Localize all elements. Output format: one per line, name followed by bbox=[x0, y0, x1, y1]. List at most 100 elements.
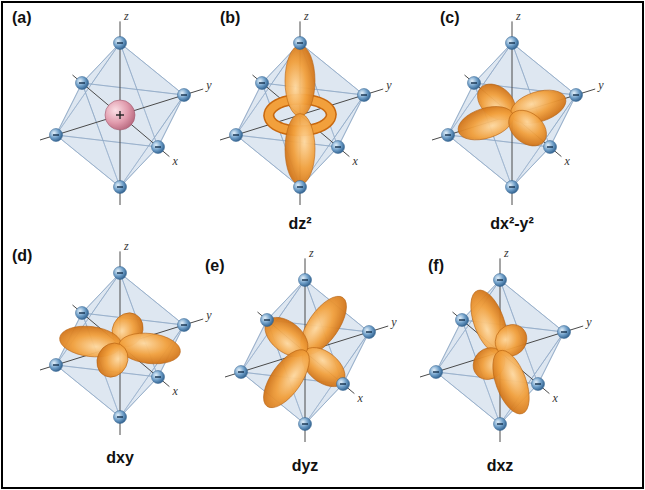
charge-symbol bbox=[340, 383, 346, 384]
orbital-name: dx²-y² bbox=[490, 216, 534, 232]
charge-symbol bbox=[259, 82, 265, 83]
axis-label: x bbox=[172, 155, 177, 167]
ligand-sphere bbox=[430, 366, 443, 379]
ligand-sphere bbox=[506, 37, 519, 50]
metal-ion bbox=[105, 100, 135, 130]
axis-label: z bbox=[124, 240, 129, 252]
ligand-sphere bbox=[230, 129, 243, 142]
charge-symbol bbox=[297, 186, 303, 187]
ligand-sphere bbox=[558, 326, 571, 339]
ligand-sphere bbox=[332, 141, 345, 154]
charge-symbol bbox=[53, 134, 59, 135]
charge-symbol bbox=[366, 331, 372, 332]
panel-letter: (f) bbox=[428, 258, 444, 274]
charge-symbol bbox=[335, 146, 341, 147]
ligand-sphere bbox=[50, 359, 63, 372]
ligand-sphere bbox=[178, 319, 191, 332]
charge-symbol bbox=[155, 146, 161, 147]
ligand-sphere bbox=[114, 411, 127, 424]
charge-symbol bbox=[79, 312, 85, 313]
orbital-lobe bbox=[454, 100, 518, 146]
ligand-sphere bbox=[532, 378, 545, 391]
charge-symbol bbox=[117, 186, 123, 187]
ligand-sphere bbox=[114, 181, 127, 194]
ligand-sphere bbox=[299, 418, 312, 431]
charge-symbol bbox=[53, 364, 59, 365]
axis-label: y bbox=[206, 79, 211, 91]
orbital-name: dz² bbox=[288, 216, 311, 232]
orbital-lobe bbox=[285, 45, 315, 116]
octahedron-panel bbox=[40, 21, 203, 205]
axis-label: y bbox=[586, 316, 591, 328]
ligand-sphere bbox=[152, 371, 165, 384]
ligand-sphere bbox=[337, 378, 350, 391]
axis-label: x bbox=[172, 385, 177, 397]
orbital-name: dyz bbox=[292, 458, 319, 474]
charge-symbol bbox=[264, 319, 270, 320]
ligand-sphere bbox=[494, 418, 507, 431]
octahedron-panel bbox=[40, 251, 203, 435]
charge-symbol bbox=[535, 383, 541, 384]
axis-label: x bbox=[357, 392, 362, 404]
orbital-lobe bbox=[255, 342, 318, 415]
orbital-lobe bbox=[485, 346, 536, 419]
ligand-sphere bbox=[294, 37, 307, 50]
ligand-sphere bbox=[506, 181, 519, 194]
ligand-sphere bbox=[114, 37, 127, 50]
ligand-sphere bbox=[494, 274, 507, 287]
charge-symbol bbox=[119, 111, 120, 119]
charge-symbol bbox=[238, 371, 244, 372]
octahedron-panel bbox=[432, 21, 595, 205]
octahedron-panel bbox=[220, 21, 383, 205]
ligand-sphere bbox=[235, 366, 248, 379]
axis-label: y bbox=[386, 79, 391, 91]
panel-letter: (a) bbox=[12, 10, 32, 26]
axis-label: y bbox=[206, 309, 211, 321]
ligand-sphere bbox=[544, 141, 557, 154]
ligand-sphere bbox=[358, 89, 371, 102]
charge-symbol bbox=[297, 42, 303, 43]
orbital-lobe bbox=[285, 114, 315, 185]
ligand-sphere bbox=[152, 141, 165, 154]
charge-symbol bbox=[509, 42, 515, 43]
charge-symbol bbox=[459, 319, 465, 320]
charge-symbol bbox=[181, 94, 187, 95]
ligand-sphere bbox=[456, 314, 469, 327]
octahedron-face bbox=[56, 135, 158, 187]
axis-line bbox=[73, 75, 170, 157]
ligand-sphere bbox=[256, 77, 269, 90]
ligand-sphere bbox=[76, 307, 89, 320]
charge-symbol bbox=[573, 94, 579, 95]
charge-symbol bbox=[233, 134, 239, 135]
charge-symbol bbox=[79, 82, 85, 83]
charge-symbol bbox=[445, 134, 451, 135]
ligand-sphere bbox=[50, 129, 63, 142]
axis-label: x bbox=[552, 392, 557, 404]
ligand-sphere bbox=[178, 89, 191, 102]
panel-letter: (c) bbox=[440, 10, 460, 26]
ligand-sphere bbox=[363, 326, 376, 339]
charge-symbol bbox=[302, 279, 308, 280]
charge-symbol bbox=[547, 146, 553, 147]
charge-symbol bbox=[361, 94, 367, 95]
axis-line bbox=[40, 89, 203, 140]
ligand-sphere bbox=[468, 77, 481, 90]
orbital-name: dxz bbox=[487, 458, 514, 474]
axis-label: z bbox=[516, 10, 521, 22]
charge-symbol bbox=[117, 272, 123, 273]
panel-letter: (e) bbox=[205, 258, 225, 274]
ligand-sphere bbox=[261, 314, 274, 327]
axis-label: y bbox=[391, 316, 396, 328]
charge-symbol bbox=[181, 324, 187, 325]
axis-label: x bbox=[564, 155, 569, 167]
charge-symbol bbox=[155, 376, 161, 377]
ligand-sphere bbox=[294, 181, 307, 194]
ligand-sphere bbox=[114, 267, 127, 280]
charge-symbol bbox=[561, 331, 567, 332]
charge-symbol bbox=[497, 423, 503, 424]
ligand-sphere bbox=[570, 89, 583, 102]
orbital-lobe bbox=[91, 338, 134, 383]
